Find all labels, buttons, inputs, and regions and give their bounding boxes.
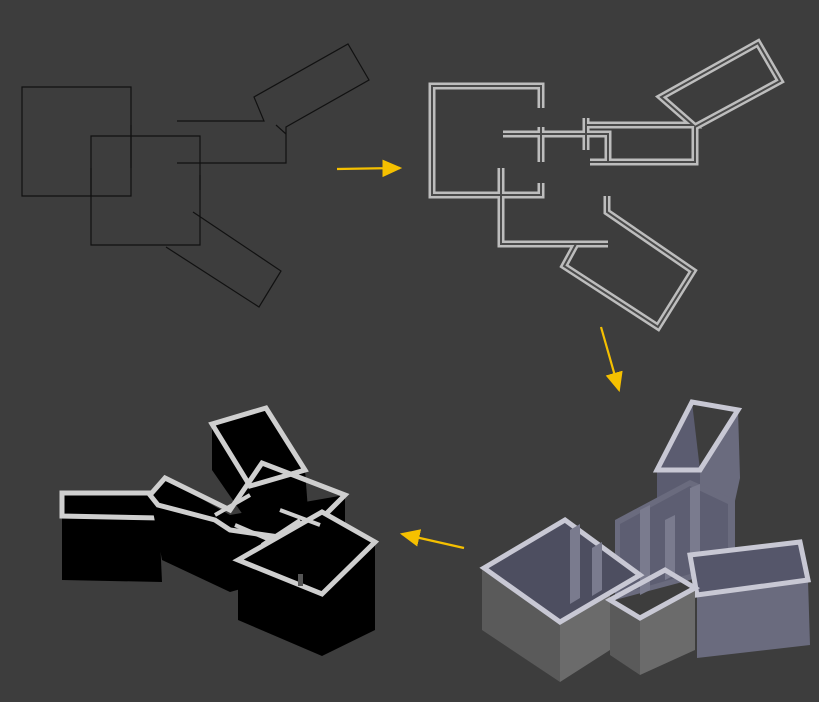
left-room-inner-wall-2 [592, 542, 602, 596]
mid-block-front-left [610, 600, 640, 675]
stage-wall-outline [428, 38, 785, 332]
arrow-left-icon [399, 529, 465, 550]
stage-line-sketch [21, 43, 370, 308]
sil-front-rim [232, 509, 380, 597]
sil-left-wing-body [62, 493, 162, 582]
center-wall-c [690, 484, 700, 565]
left-room-top [479, 517, 645, 625]
outline-room-a [428, 82, 545, 199]
sketch-wing-upper [177, 43, 370, 164]
sil-front-body [238, 512, 375, 656]
tower-top [652, 399, 743, 473]
sil-tower-rim [208, 405, 309, 489]
right-wing-front [697, 580, 810, 658]
stage-extruded-silhouette [59, 405, 380, 656]
outline-room-b-left [497, 168, 608, 248]
sil-divider-2 [234, 523, 271, 542]
arrow-right-icon [336, 159, 403, 178]
sil-divider-3 [260, 518, 302, 547]
tower-side-right [700, 410, 740, 510]
sketch-room-b [90, 135, 201, 246]
center-wall-b [665, 515, 675, 580]
stage-extruded-shaded [479, 399, 812, 682]
sil-post [298, 574, 303, 586]
left-room-inner-wall-1 [570, 524, 580, 604]
sketch-room-a [21, 86, 132, 197]
sil-divider-1 [214, 493, 251, 517]
mid-block-top [604, 567, 701, 621]
right-wing-top [687, 539, 812, 598]
sil-divider-4 [279, 508, 321, 527]
sketch-tick-3 [275, 124, 287, 135]
mid-block-front-right [640, 588, 695, 675]
arrow-down-icon [599, 326, 623, 393]
outline-wing-upper [586, 38, 785, 166]
center-wall-a [640, 505, 650, 595]
sketch-wing-lower [165, 211, 282, 308]
outline-room-b-top [503, 130, 612, 162]
left-room-front-left [482, 570, 560, 682]
